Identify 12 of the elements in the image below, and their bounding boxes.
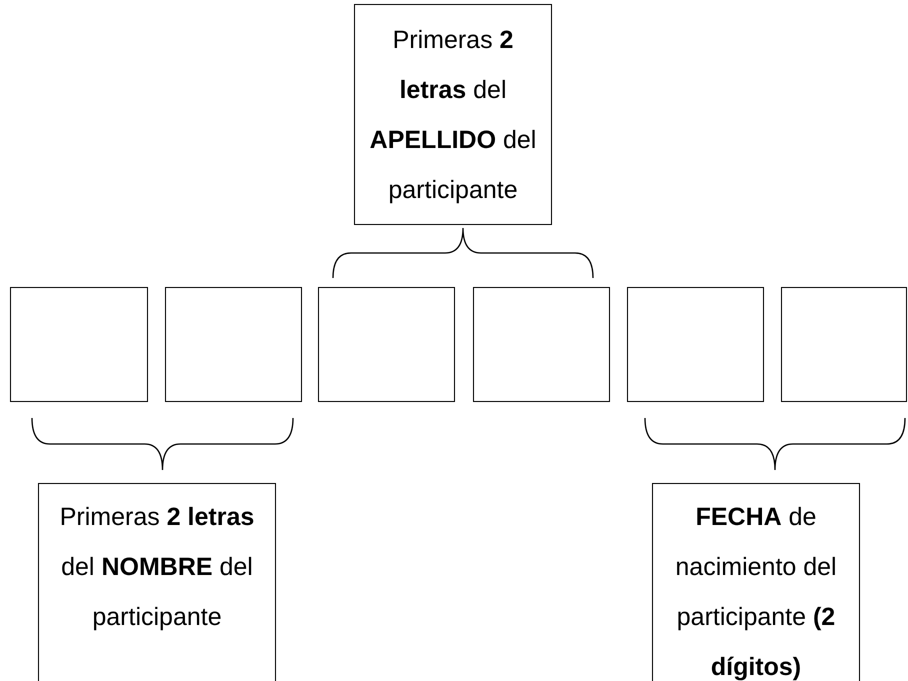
text-box	[38, 483, 276, 681]
box-text: Primeras 2 letras del NOMBRE del participante	[58, 502, 256, 633]
box-text: FECHA de nacimiento del participante (2 dígitos)	[674, 502, 838, 681]
empty-box	[627, 287, 764, 402]
box-text: Primeras 2 letras del APELLIDO del participante	[368, 24, 538, 206]
text-box	[354, 4, 552, 225]
empty-box	[165, 287, 302, 402]
empty-box	[318, 287, 455, 402]
text-box	[652, 483, 860, 681]
empty-box	[10, 287, 148, 402]
empty-box	[473, 287, 610, 402]
empty-box	[781, 287, 907, 402]
